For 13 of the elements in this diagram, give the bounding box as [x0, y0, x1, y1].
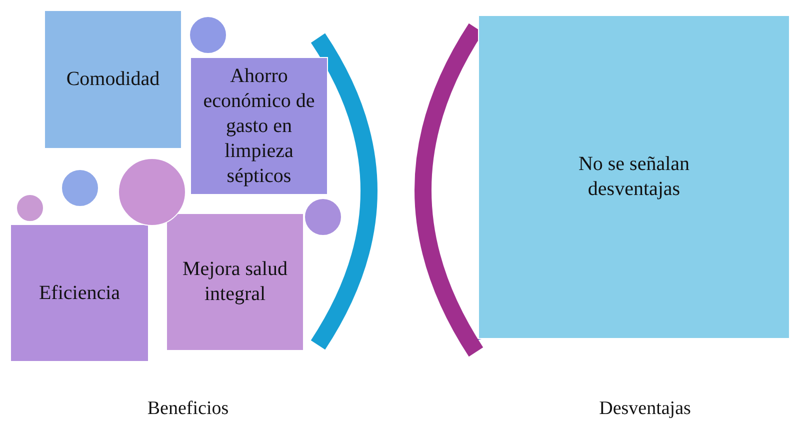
text-box	[166, 213, 304, 351]
text-box	[44, 10, 182, 149]
circle-decoration	[16, 194, 44, 222]
box-label: Eficiencia	[38, 280, 120, 306]
box-label: Comodidad	[66, 67, 160, 92]
column-heading: Desventajas	[599, 398, 691, 420]
text-box	[190, 57, 328, 195]
box-label: Mejora salud integral	[182, 257, 288, 307]
text-box	[478, 15, 790, 339]
text-box	[10, 224, 149, 362]
box-label: No se señalan desventajas	[577, 152, 691, 202]
box-label: Ahorro económico de gasto en limpieza sépticos	[202, 64, 316, 188]
column-heading: Beneficios	[147, 398, 229, 420]
